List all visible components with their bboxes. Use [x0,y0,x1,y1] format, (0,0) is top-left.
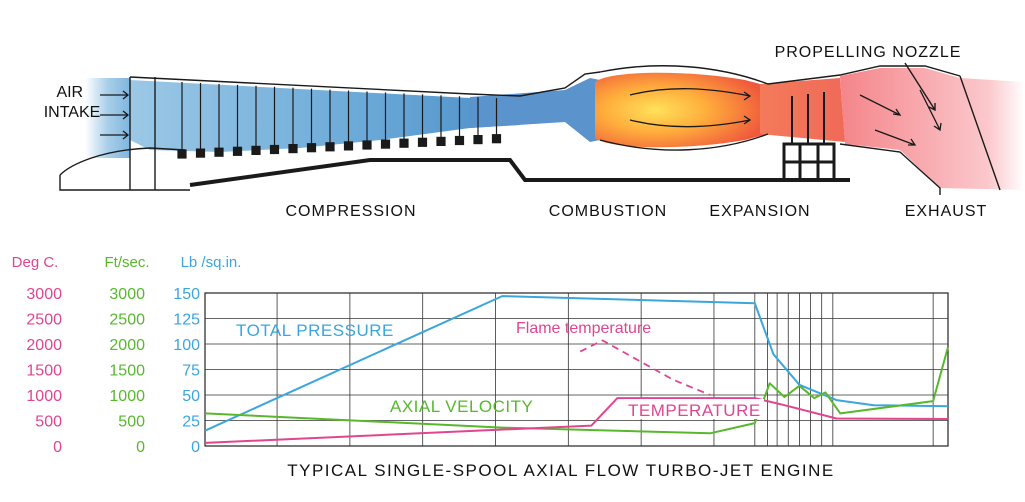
axis-tick-label: 1000 [109,388,145,405]
axis-tick-label: 1500 [26,363,62,380]
axis-unit-lb-sq-in: Lb /sq.in. [181,254,242,271]
axial-velocity-line [204,346,949,435]
axis-tick-label: 0 [53,439,62,456]
axis-unit-deg-c: Deg C. [12,254,59,271]
axis-unit-ft-sec: Ft/sec. [104,254,149,271]
blade-root [177,149,187,159]
blade-root [454,135,465,146]
axis-tick-label: 150 [173,286,200,303]
blade-root [195,148,206,158]
section-label-expansion: EXPANSION [709,203,810,220]
graph-caption: TYPICAL SINGLE-SPOOL AXIAL FLOW TURBO-JE… [287,461,835,480]
temperature-label-bg [624,399,764,419]
flow-arrows [100,88,942,146]
combustion-chamber [595,72,768,148]
temperature-label: TEMPERATURE [628,401,761,420]
propelling-nozzle-label: PROPELLING NOZZLE [775,44,962,61]
air-intake-line2: INTAKE [44,104,101,121]
diffuser [470,78,600,142]
blade-root [491,134,502,144]
turbine-section [760,78,845,142]
section-label-combustion: COMBUSTION [549,203,667,220]
axis-tick-label: 125 [173,312,200,329]
axis-tick-label: 3000 [26,286,62,303]
graph-grid [204,292,949,447]
blade-root [251,145,261,155]
axis-tick-label: 2500 [109,312,145,329]
axis-tick-label: 0 [136,439,145,456]
axis-tick-label: 2500 [26,312,62,329]
axis-tick-label: 75 [182,363,200,380]
blade-root [306,143,317,153]
axis-tick-label: 50 [182,388,200,405]
air-intake-line1: AIR [56,84,83,101]
turbine-struts [782,92,836,182]
exhaust-plume [840,68,1025,190]
blade-root [417,137,428,147]
blade-root [473,135,483,145]
blade-root [232,146,243,156]
axis-tick-labels: 3000250020001500100050003000250020001500… [26,286,200,456]
nozzle-pointer [904,62,936,112]
axial-velocity-label: AXIAL VELOCITY [390,397,533,416]
blade-root [380,139,391,149]
blade-root [399,138,409,148]
axis-tick-label: 2000 [109,337,145,354]
engine-casing [59,65,1001,195]
section-label-compression: COMPRESSION [285,203,416,220]
total-pressure-line [204,295,949,432]
axis-tick-label: 500 [118,414,145,431]
graph-series [204,295,949,444]
axis-tick-label: 1000 [26,388,62,405]
blade-root [288,144,298,154]
blade-root [436,136,446,146]
air-intake-label: AIR INTAKE [44,84,101,121]
flame-temperature-label: Flame temperature [516,320,651,337]
total-pressure-label: TOTAL PRESSURE [236,321,394,340]
temperature-line [204,397,949,444]
blade-root [214,147,224,157]
axis-tick-label: 25 [182,414,200,431]
axis-tick-label: 3000 [109,286,145,303]
engine-cutaway: AIR INTAKE PROPELLING NOZZLE COMPRESSION… [44,44,1025,220]
axis-tick-label: 100 [173,337,200,354]
intake-airflow [85,78,130,158]
axis-tick-label: 0 [191,439,200,456]
axis-tick-label: 2000 [26,337,62,354]
compressor-blades [177,82,502,159]
blade-root [343,141,354,151]
section-label-exhaust: EXHAUST [905,203,988,220]
performance-graph: Deg C. Ft/sec. Lb /sq.in. 30002500200015… [12,254,949,480]
axis-tick-label: 1500 [109,363,145,380]
flame-temperature-line [579,339,711,396]
blade-root [362,140,372,150]
axis-tick-label: 500 [35,414,62,431]
blade-root [325,142,335,152]
blade-root [269,144,280,155]
